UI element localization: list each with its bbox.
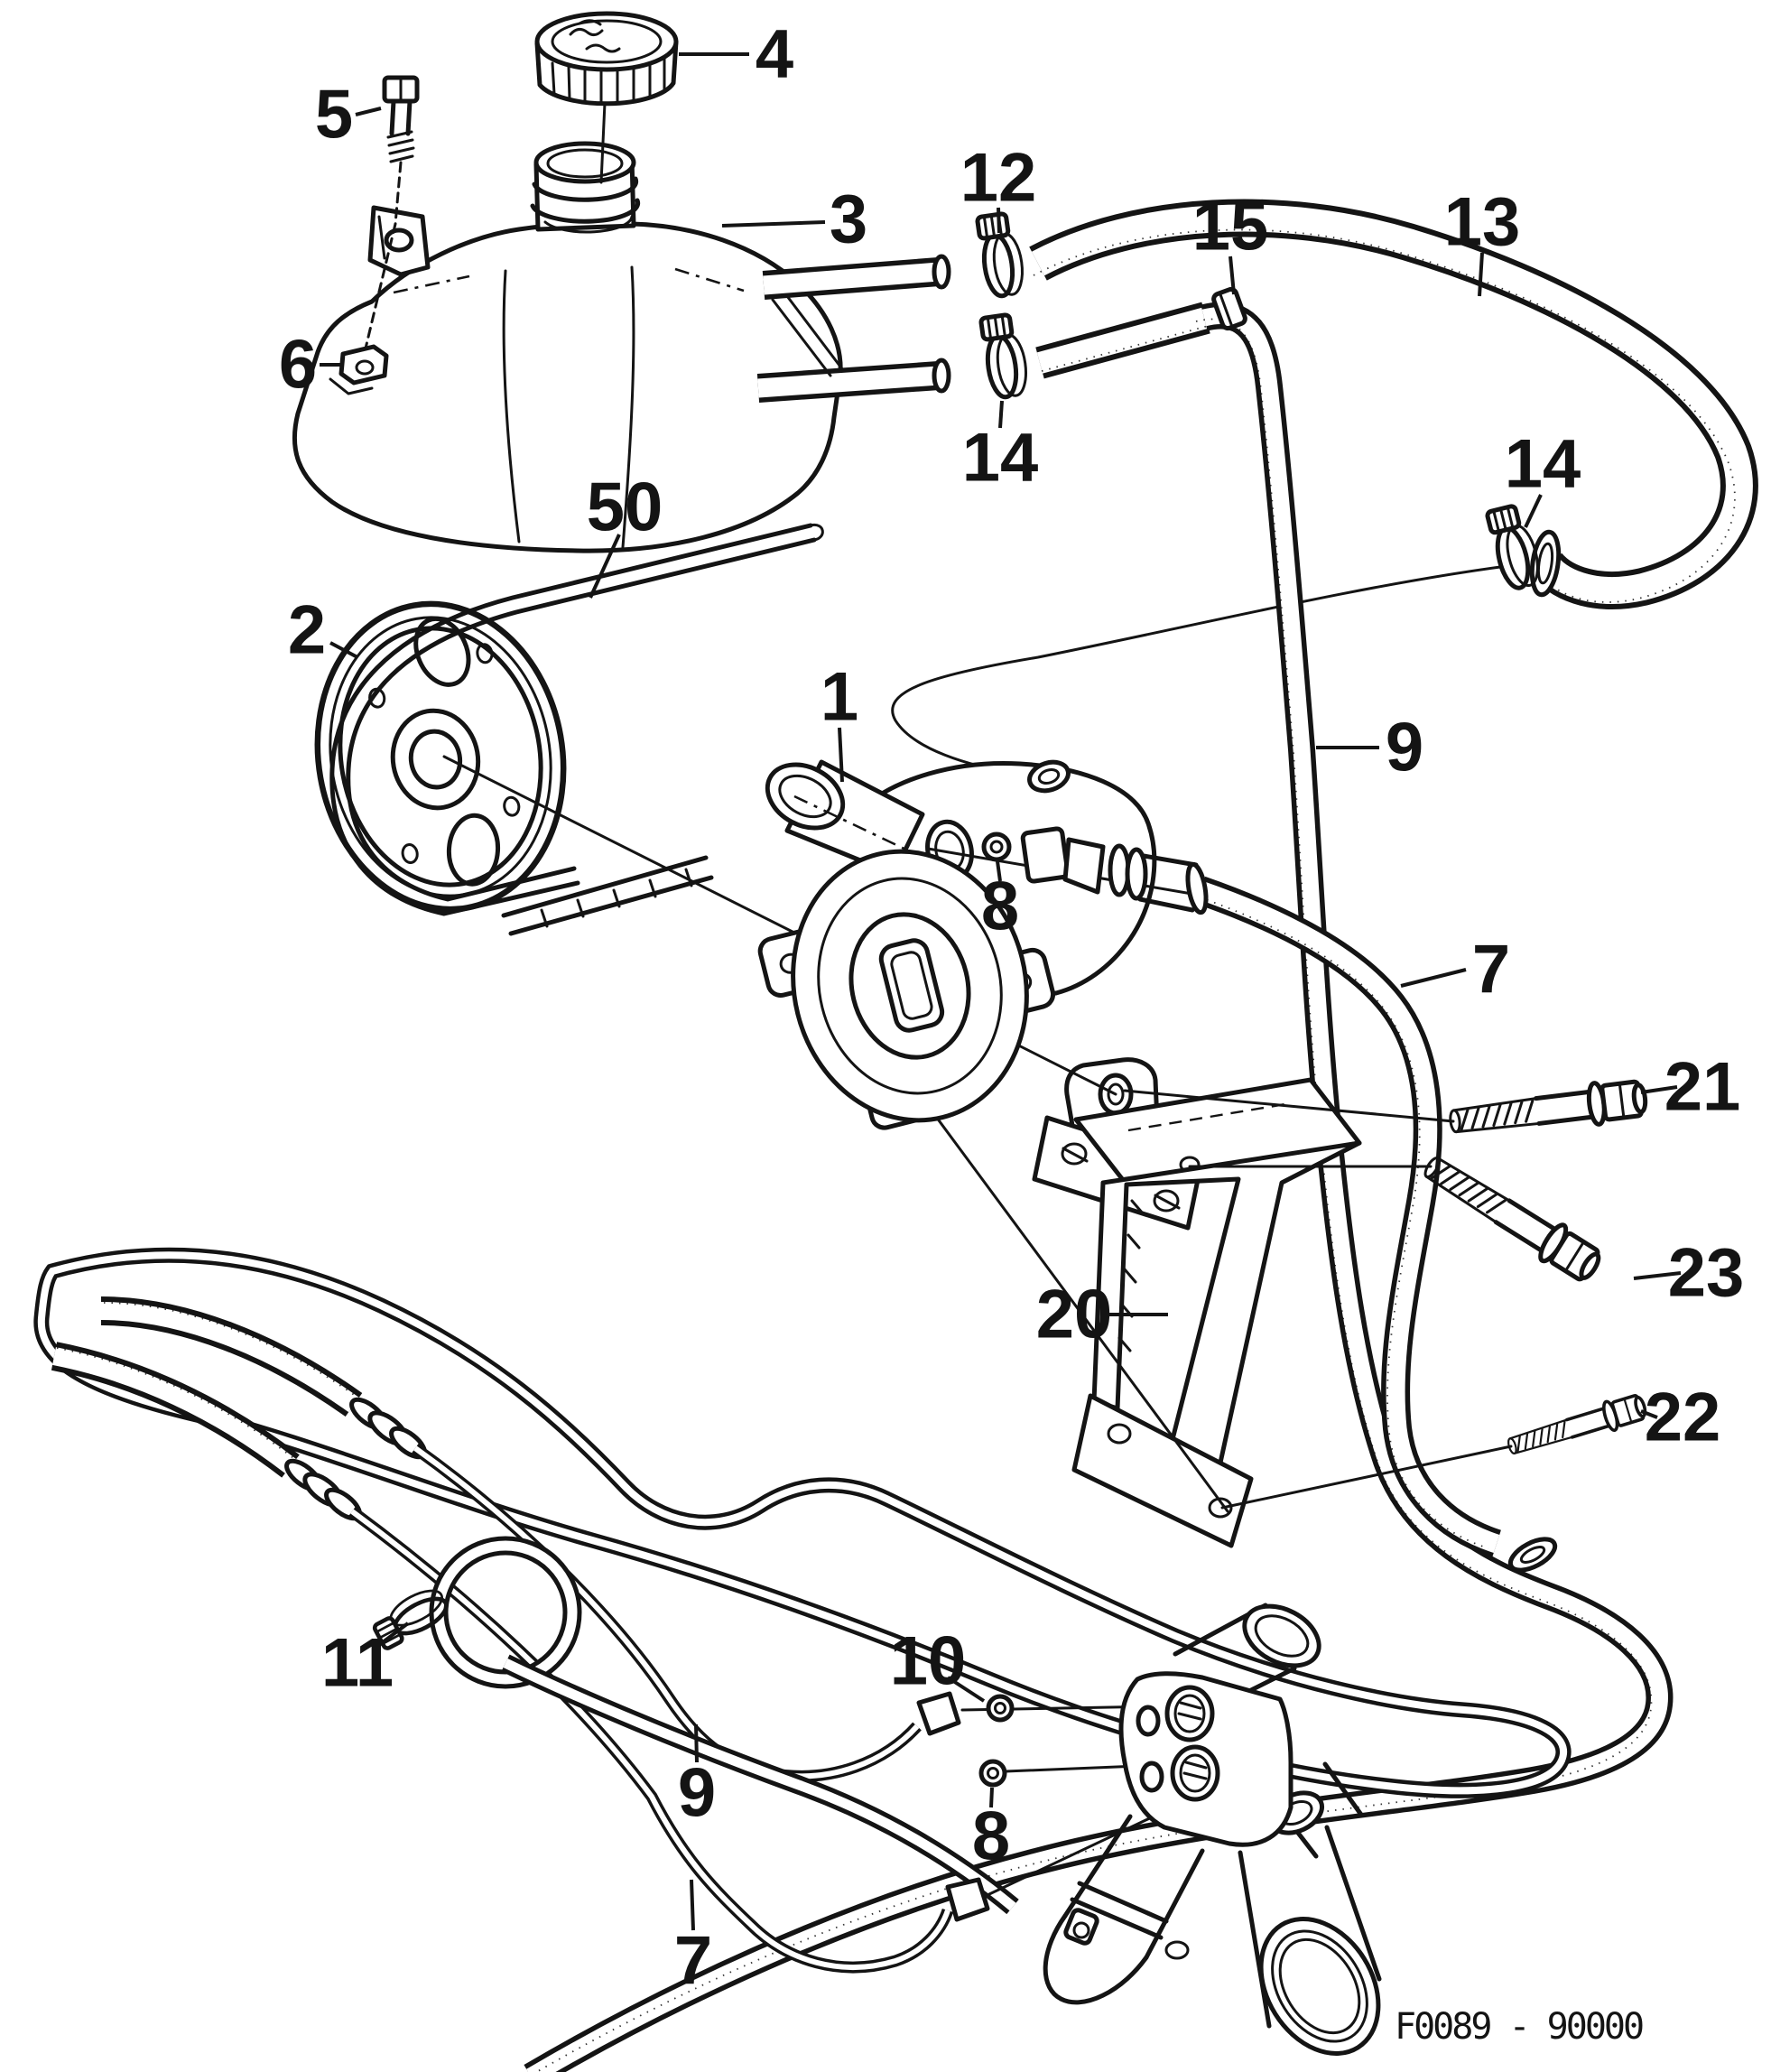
callout-15-leader: [1229, 256, 1236, 295]
pressure-fitting: [926, 826, 1209, 915]
pipe-union-upper: [349, 1397, 427, 1460]
callout-10-leader: [946, 1676, 986, 1703]
cooler-pipe-loop: [42, 1255, 1563, 1790]
callout-14-right-leader: [1524, 494, 1543, 528]
callout-9-bottom-leader: [694, 1724, 699, 1763]
callout-6: 6: [279, 327, 317, 404]
callout-4: 4: [756, 16, 793, 93]
nut-6: [329, 344, 389, 395]
callout-11: 11: [321, 1625, 394, 1702]
mounting-tab: [367, 205, 431, 277]
power-steering-pump: [757, 759, 1157, 1130]
pulley: [314, 600, 567, 913]
o-ring-8-upper: [981, 832, 1012, 862]
callout-1: 1: [821, 659, 858, 736]
o-ring-8-bottom: [978, 1759, 1007, 1788]
callout-20: 20: [1036, 1277, 1113, 1353]
callout-12: 12: [960, 140, 1037, 217]
hose-coil: [369, 1536, 1013, 1907]
reservoir: [292, 11, 949, 553]
callout-13-leader: [1478, 252, 1484, 297]
callout-7-right: 7: [1472, 932, 1510, 1008]
callout-9-bottom: 9: [678, 1755, 716, 1832]
reservoir-cap: [534, 11, 679, 184]
callout-23-leader: [1633, 1271, 1682, 1280]
callout-15: 15: [1192, 189, 1269, 265]
o-ring-10: [986, 1694, 1015, 1723]
bolt-21: [1448, 1077, 1647, 1142]
callout-21-leader: [1640, 1085, 1678, 1094]
callout-8-bottom-leader: [989, 1787, 994, 1808]
bolt-5: [382, 75, 420, 163]
callout-14-left-leader: [998, 400, 1004, 429]
callout-10: 10: [890, 1623, 967, 1700]
clamp-14-left: [980, 313, 1029, 399]
callout-7-bottom: 7: [674, 1923, 712, 2000]
callout-22-leader: [1640, 1409, 1658, 1419]
pressure-hose: [1192, 890, 1558, 1573]
callout-1-leader: [838, 727, 844, 783]
bolt-21-axis: [1123, 1089, 1455, 1123]
callout-14-right: 14: [1505, 426, 1581, 503]
pump-inlet-port: [765, 759, 925, 877]
bolt-axis-line: [363, 161, 403, 354]
callout-9-right: 9: [1386, 710, 1423, 786]
belt-ribbed-end: [501, 855, 714, 936]
figure-code: F0089 - 90000: [1395, 2006, 1643, 2048]
callout-3: 3: [830, 181, 867, 258]
filler-neck: [530, 141, 641, 234]
steering-gear-valve: [1043, 1603, 1382, 2056]
callout-14-left: 14: [962, 420, 1039, 497]
callout-8-upper-leader: [996, 860, 1002, 882]
pipe-union-lower: [284, 1458, 362, 1521]
bolt-22: [1503, 1389, 1650, 1463]
callout-50: 50: [587, 469, 663, 546]
callout-7-bottom-leader: [690, 1879, 695, 1931]
callout-3-leader: [721, 220, 826, 228]
callout-2: 2: [288, 592, 326, 669]
suction-hose: [891, 218, 1739, 809]
callout-21: 21: [1664, 1049, 1741, 1126]
callout-2-leader: [329, 641, 358, 659]
bolt-22-axis: [1220, 1445, 1513, 1510]
callout-23: 23: [1668, 1235, 1745, 1312]
clamp-12: [977, 212, 1025, 298]
callout-22: 22: [1645, 1380, 1721, 1456]
callout-5-leader: [355, 107, 382, 116]
pressure-return-pipes: [54, 1303, 948, 1967]
callout-11-leader: [377, 1621, 410, 1647]
callout-8-bottom: 8: [972, 1798, 1010, 1875]
callout-50-leader: [589, 534, 621, 599]
bolt-23: [1417, 1147, 1605, 1287]
pump-flange: [757, 849, 1056, 1130]
callout-13: 13: [1444, 184, 1521, 261]
hose-clip-15: [1211, 286, 1247, 331]
callout-7-right-leader: [1400, 968, 1467, 988]
callout-5: 5: [315, 77, 353, 153]
callout-8-upper: 8: [981, 869, 1019, 945]
callout-12-leader: [997, 207, 1001, 234]
